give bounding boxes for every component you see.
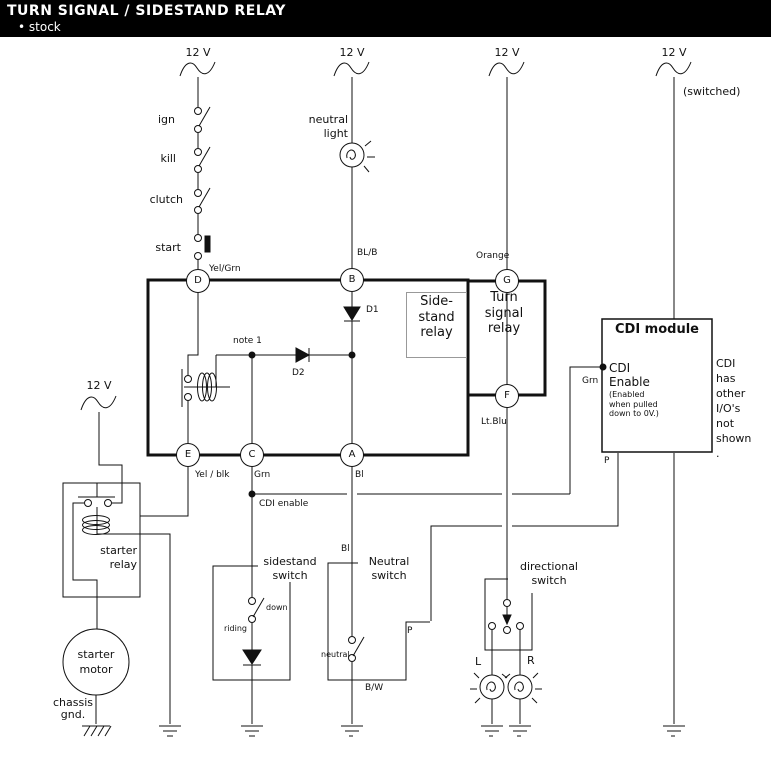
sidestand-relay-internals [181, 292, 361, 443]
wire-label-b-w: B/W [365, 683, 384, 693]
cdi-enable-note: (Enabled when pulled down to 0V.) [609, 390, 659, 418]
sidestand-diode-icon [242, 649, 262, 665]
title-bar: TURN SIGNAL / SIDESTAND RELAY • stock [0, 0, 771, 37]
neutral-switch [327, 562, 430, 724]
starter-motor-label: starter motor [77, 648, 115, 676]
kill-label: kill [160, 152, 176, 165]
note1-label: note 1 [233, 336, 262, 346]
terminal-e: E [176, 443, 200, 467]
wire-label-orange: Orange [476, 251, 510, 261]
clutch-switch [194, 187, 211, 214]
switch-arrow-icon [502, 614, 512, 626]
terminal-g: G [495, 269, 519, 293]
terminal-c: C [240, 443, 264, 467]
sidestand-switch [212, 565, 291, 724]
wire-label-cdi-grn: Grn [582, 376, 599, 386]
diode-d1-label: D1 [366, 305, 379, 315]
supply-12v-3: 12 V [494, 46, 520, 59]
terminal-f: F [495, 384, 519, 408]
cdi-module-box [601, 318, 713, 453]
wire-label-bl-b: BL/B [357, 248, 378, 258]
cdi-side-note: CDI has other I/O's not shown . [716, 357, 752, 460]
sidestand-relay-label: Side- stand relay [418, 294, 455, 340]
terminal-a: A [340, 443, 364, 467]
bullet: • [18, 20, 26, 34]
wire-label-lt-blu: Lt.Blu [481, 417, 507, 427]
terminal-b: B [340, 268, 364, 292]
lamp-l-label: L [475, 655, 482, 668]
directional-switch-label: directional switch [508, 560, 590, 587]
wire-label-p-cdi: P [604, 456, 610, 466]
terminal-d: D [186, 269, 210, 293]
wire-label-grn: Grn [254, 470, 271, 480]
down-position-label: down [266, 603, 288, 612]
cdi-enable-net [248, 363, 607, 498]
ground-icon [159, 725, 685, 737]
directional-switch [484, 578, 533, 724]
sidestand-relay-label-box [406, 292, 467, 358]
supply-12v-1: 12 V [185, 46, 211, 59]
supply-12v-starter: 12 V [86, 379, 112, 392]
cdi-enable-pin-label: CDI Enable [609, 361, 650, 389]
right-turn-lamp-icon [501, 672, 542, 704]
wire-label-cdi-enable: CDI enable [259, 499, 309, 509]
sidestand-switch-label: sidestand switch [258, 555, 322, 582]
riding-position-label: riding [224, 624, 247, 633]
subtitle-text: stock [28, 20, 61, 34]
starter-relay [62, 412, 189, 724]
neutral-position-label: neutral [321, 650, 350, 659]
starter-relay-label: starter relay [100, 544, 137, 571]
start-button [194, 234, 211, 260]
neutral-light-label: neutral light [308, 113, 348, 140]
diode-d2-label: D2 [292, 368, 305, 378]
switched-note: (switched) [683, 85, 741, 98]
chassis-ground-icon [82, 725, 112, 737]
ign-label: ign [157, 113, 175, 126]
supply-12v-4: 12 V [661, 46, 687, 59]
ignition-switch [194, 106, 211, 133]
feed-wires [197, 77, 675, 724]
kill-switch [194, 146, 211, 173]
chassis-gnd-label: chassis gnd. [52, 696, 93, 721]
cdi-module-title: CDI module [614, 322, 699, 337]
neutral-light-icon [339, 140, 375, 173]
diode-d1-icon [343, 306, 361, 321]
clutch-label: clutch [149, 193, 183, 206]
p-wire [430, 453, 619, 621]
turn-signal-relay-label: Turn signal relay [484, 290, 524, 336]
supply-12v-2: 12 V [339, 46, 365, 59]
page-subtitle: • stock [18, 20, 61, 34]
diode-d2-icon [295, 347, 311, 363]
wire-label-bl: Bl [355, 470, 364, 480]
supply-break-icon [80, 61, 692, 411]
start-label: start [155, 241, 181, 254]
wire-label-bl-neutral: Bl [341, 544, 350, 554]
left-turn-lamp-icon [470, 672, 511, 704]
neutral-switch-label: Neutral switch [363, 555, 415, 582]
starter-motor [62, 628, 130, 724]
page-title: TURN SIGNAL / SIDESTAND RELAY [7, 3, 286, 19]
wire-label-p-neutral: P [407, 626, 413, 636]
wire-label-yel-grn: Yel/Grn [209, 264, 241, 274]
wire-label-yel-blk: Yel / blk [195, 470, 230, 480]
lamp-r-label: R [527, 654, 535, 667]
